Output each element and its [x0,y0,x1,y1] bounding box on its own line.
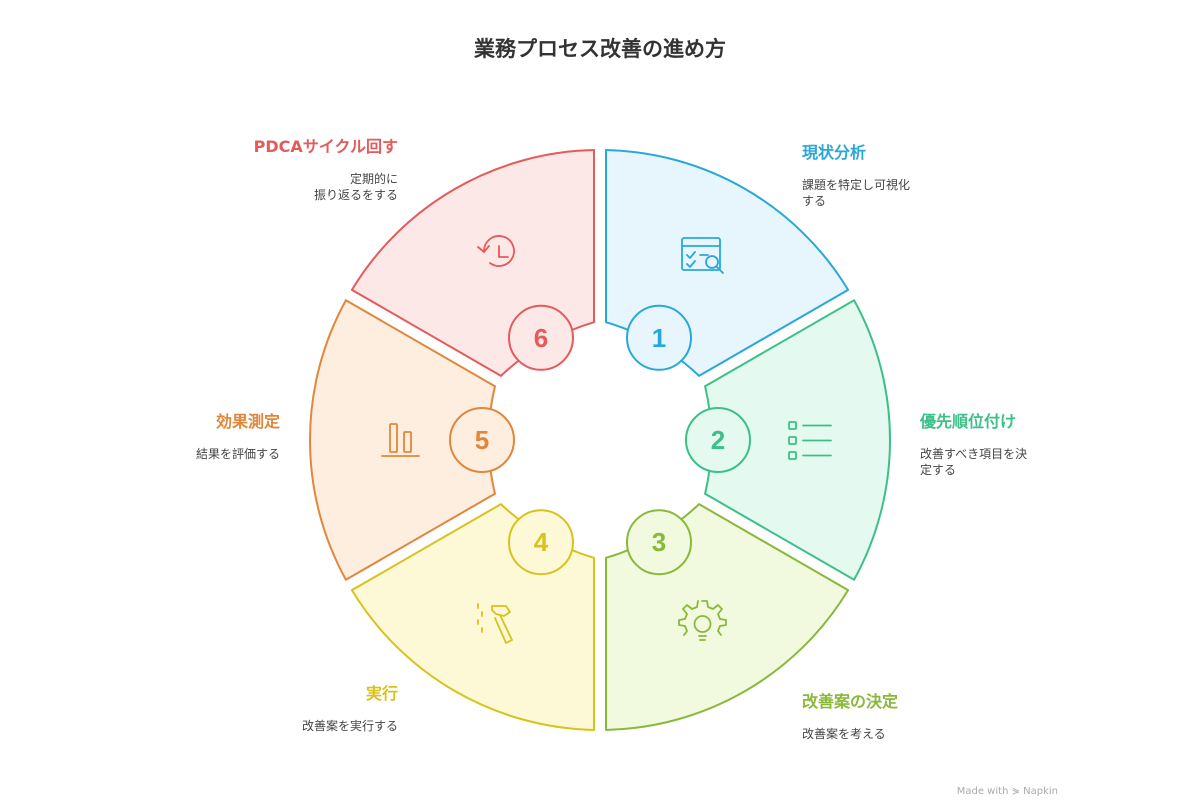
step-5-number: 5 [475,425,489,455]
history-icon [477,235,515,267]
step-2-label: 優先順位付け 改善すべき項目を決 定する [920,408,1027,478]
step-4-desc-line1: 改善案を実行する [301,719,398,733]
step-1-title: 現状分析 [802,143,867,162]
step-6-label: PDCAサイクル回す 定期的に 振り返るをする [254,133,398,203]
step-5-label: 効果測定 結果を評価する [196,408,280,462]
step-6-desc-line2: 振り返るをする [313,188,398,202]
step-1-badge-circle [626,304,692,371]
page-title: 業務プロセス改善の進め方 [474,37,726,61]
made-with-napkin: Made with ⋟ Napkin [956,786,1058,797]
step-5-title: 効果測定 [215,412,280,431]
step-2-badge-circle [685,407,751,473]
step-1-badge: 1 [626,304,692,371]
step-3-title: 改善案の決定 [802,692,899,711]
step-6-desc-line1: 定期的に [349,172,398,186]
step-4-title: 実行 [365,684,398,703]
step-4-badge-circle [508,509,574,576]
checklist-magnifier-icon [681,237,724,274]
step-1-desc-line1: 課題を特定し可視化 [802,178,911,192]
bar-chart-icon [381,423,420,457]
step-4-number: 4 [534,527,549,557]
step-6-badge-circle [508,304,574,371]
step-6-title: PDCAサイクル回す [253,137,398,156]
list-icon [788,421,832,460]
step-2-desc-line2: 定する [920,463,957,477]
step-2-number: 2 [711,425,725,455]
step-4-badge: 4 [508,509,574,576]
step-1-label: 現状分析 課題を特定し可視化 する [802,139,910,209]
step-2-desc-line1: 改善すべき項目を決 [920,447,1028,461]
step-2-badge: 2 [685,407,751,473]
step-1-desc-line2: する [802,194,827,208]
step-6-badge: 6 [508,304,574,371]
step-3-badge: 3 [626,509,692,576]
step-2-title: 優先順位付け [920,412,1017,431]
step-3-number: 3 [652,527,666,557]
hammer-icon [477,603,513,644]
step-3-desc-line1: 改善案を考える [802,727,886,741]
step-1-number: 1 [652,323,666,353]
step-5-badge-circle [449,407,515,473]
step-3-badge-circle [626,509,692,576]
step-5-desc-line1: 結果を評価する [195,447,280,461]
step-3-label: 改善案の決定 改善案を考える [802,688,898,742]
gear-bulb-icon [678,600,727,641]
step-6-number: 6 [534,323,548,353]
step-4-label: 実行 改善案を実行する [302,680,398,734]
step-5-badge: 5 [449,407,515,473]
